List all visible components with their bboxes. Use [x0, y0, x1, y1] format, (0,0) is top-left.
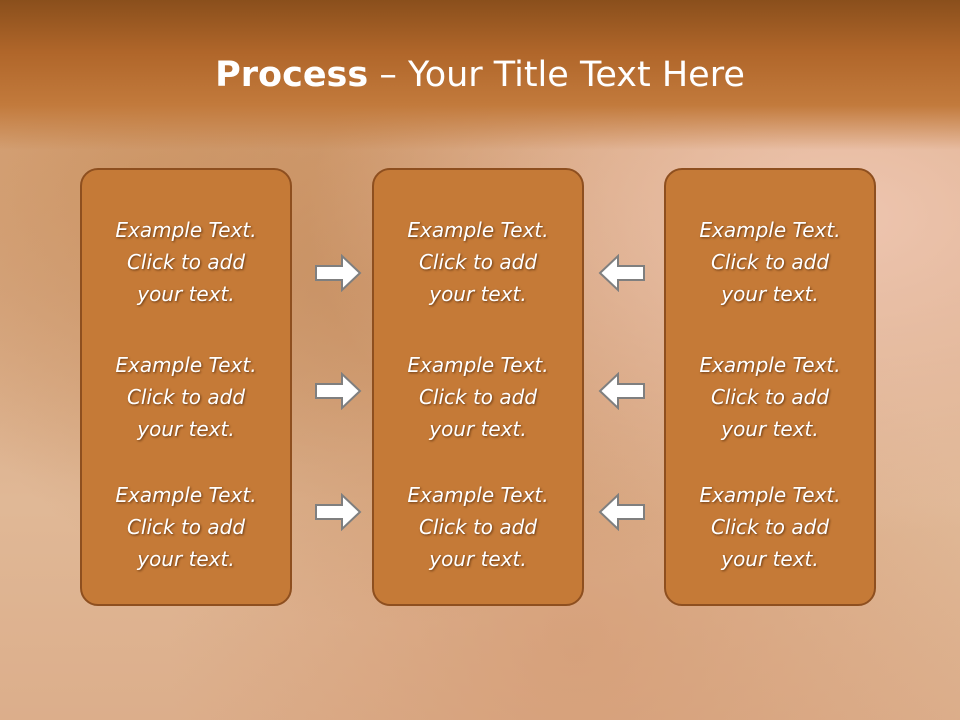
- arrow-left-icon[interactable]: [598, 372, 646, 410]
- text-line: Click to add: [710, 250, 830, 274]
- arrow-right-icon[interactable]: [314, 254, 362, 292]
- text-line: Example Text.: [699, 353, 841, 377]
- text-line: your text.: [137, 417, 235, 441]
- text-line: your text.: [137, 547, 235, 571]
- text-line: your text.: [721, 547, 819, 571]
- text-line: Example Text.: [407, 483, 549, 507]
- text-line: Click to add: [418, 515, 538, 539]
- text-line: Click to add: [418, 385, 538, 409]
- text-item[interactable]: Example Text. Click to add your text.: [666, 349, 874, 445]
- process-box-left[interactable]: Example Text. Click to add your text. Ex…: [80, 168, 292, 606]
- text-line: Example Text.: [407, 353, 549, 377]
- text-line: Example Text.: [115, 353, 257, 377]
- text-line: Example Text.: [699, 483, 841, 507]
- text-line: your text.: [429, 547, 527, 571]
- text-line: Click to add: [710, 385, 830, 409]
- text-item[interactable]: Example Text. Click to add your text.: [82, 349, 290, 445]
- text-line: Example Text.: [115, 218, 257, 242]
- text-line: your text.: [721, 282, 819, 306]
- text-item[interactable]: Example Text. Click to add your text.: [82, 479, 290, 575]
- text-item[interactable]: Example Text. Click to add your text.: [374, 479, 582, 575]
- arrow-right-icon[interactable]: [314, 372, 362, 410]
- text-line: your text.: [137, 282, 235, 306]
- text-line: your text.: [429, 417, 527, 441]
- text-item[interactable]: Example Text. Click to add your text.: [666, 214, 874, 310]
- text-item[interactable]: Example Text. Click to add your text.: [82, 214, 290, 310]
- text-line: Example Text.: [115, 483, 257, 507]
- process-box-middle[interactable]: Example Text. Click to add your text. Ex…: [372, 168, 584, 606]
- text-item[interactable]: Example Text. Click to add your text.: [666, 479, 874, 575]
- arrow-left-icon[interactable]: [598, 493, 646, 531]
- text-line: Click to add: [126, 515, 246, 539]
- text-line: Click to add: [418, 250, 538, 274]
- text-item[interactable]: Example Text. Click to add your text.: [374, 349, 582, 445]
- text-item[interactable]: Example Text. Click to add your text.: [374, 214, 582, 310]
- slide-title[interactable]: Process – Your Title Text Here: [0, 52, 960, 98]
- process-box-right[interactable]: Example Text. Click to add your text. Ex…: [664, 168, 876, 606]
- arrow-right-icon[interactable]: [314, 493, 362, 531]
- text-line: Click to add: [126, 250, 246, 274]
- text-line: Click to add: [710, 515, 830, 539]
- title-bar: [0, 0, 960, 150]
- text-line: Click to add: [126, 385, 246, 409]
- title-bold: Process: [215, 55, 369, 95]
- text-line: Example Text.: [407, 218, 549, 242]
- title-rest: – Your Title Text Here: [368, 55, 745, 95]
- arrow-left-icon[interactable]: [598, 254, 646, 292]
- text-line: Example Text.: [699, 218, 841, 242]
- text-line: your text.: [429, 282, 527, 306]
- text-line: your text.: [721, 417, 819, 441]
